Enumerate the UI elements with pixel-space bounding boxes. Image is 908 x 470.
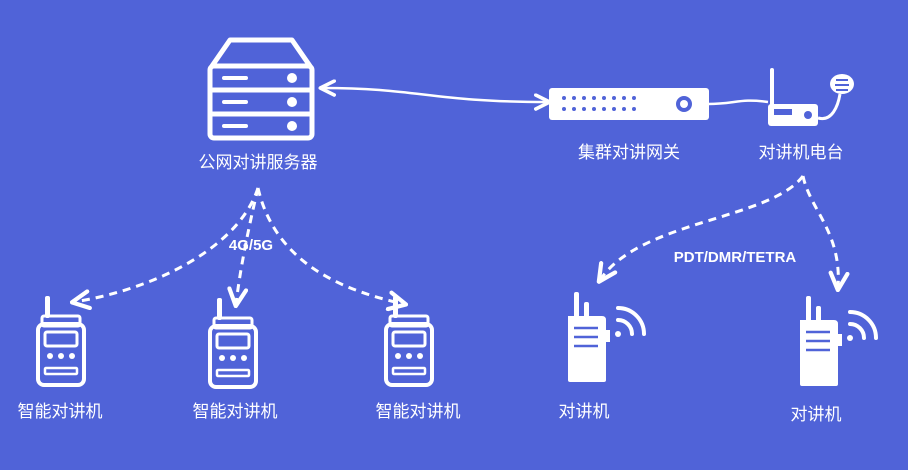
smart-radio-icon xyxy=(384,296,434,387)
public-network-label: 4G/5G xyxy=(228,237,274,254)
gateway-radio-link xyxy=(707,99,769,106)
link-smart-3 xyxy=(256,187,409,312)
server-gateway-link xyxy=(318,79,552,111)
trunk-protocol-label: PDT/DMR/TETRA xyxy=(673,249,797,266)
server-icon xyxy=(207,37,315,141)
handheld-radio-icon xyxy=(568,292,646,382)
smart-radio-icon xyxy=(36,296,86,387)
link-smart-1 xyxy=(69,187,260,311)
handheld-radio-label: 对讲机 xyxy=(790,405,842,425)
link-radio-1 xyxy=(596,175,805,284)
link-smart-2 xyxy=(227,187,260,309)
gateway-label: 集群对讲网关 xyxy=(578,143,680,163)
handheld-radio-icon xyxy=(800,296,878,386)
gateway-icon xyxy=(549,88,709,120)
radio-base-station-icon xyxy=(768,68,854,126)
handheld-radio-label: 对讲机 xyxy=(558,402,610,422)
link-radio-2 xyxy=(801,175,850,293)
smart-radio-icon xyxy=(208,298,258,389)
smart-radio-label: 智能对讲机 xyxy=(375,402,461,422)
server-label: 公网对讲服务器 xyxy=(198,153,318,173)
radio-base-label: 对讲机电台 xyxy=(758,143,844,163)
smart-radio-label: 智能对讲机 xyxy=(17,402,103,422)
smart-radio-label: 智能对讲机 xyxy=(192,402,278,422)
